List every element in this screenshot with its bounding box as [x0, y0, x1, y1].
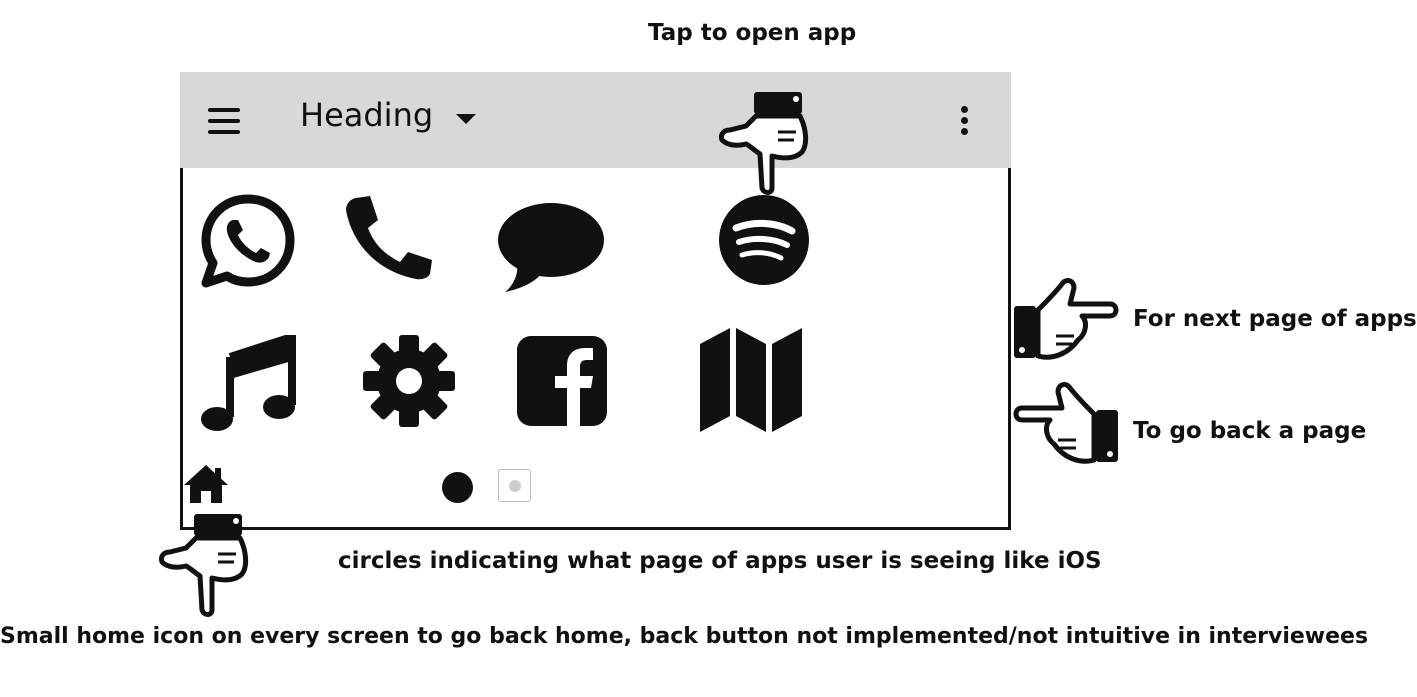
tap-to-open-note: Tap to open app	[648, 20, 857, 46]
spotify-icon[interactable]	[718, 194, 810, 286]
heading-title[interactable]: Heading	[300, 96, 434, 134]
settings-gear-icon[interactable]	[362, 334, 456, 428]
hamburger-icon[interactable]	[208, 108, 240, 141]
page-indicator-inactive[interactable]	[498, 469, 531, 502]
page-circles-note: circles indicating what page of apps use…	[338, 548, 1102, 574]
messages-icon[interactable]	[495, 200, 607, 294]
pointing-hand-right-icon	[1014, 278, 1119, 360]
pointing-hand-left-icon	[1013, 382, 1118, 464]
caret-down-icon[interactable]	[455, 112, 477, 126]
pointing-hand-down-icon	[719, 92, 809, 195]
map-icon[interactable]	[698, 326, 804, 434]
phone-icon[interactable]	[344, 194, 434, 280]
whatsapp-icon[interactable]	[200, 193, 296, 289]
go-back-note: To go back a page	[1133, 418, 1367, 444]
home-icon-note: Small home icon on every screen to go ba…	[0, 624, 1369, 649]
pointing-hand-home-icon	[159, 514, 249, 617]
kebab-icon[interactable]	[961, 106, 968, 139]
home-icon[interactable]	[182, 463, 230, 505]
app-bar: Heading	[180, 72, 1011, 168]
facebook-icon[interactable]	[517, 336, 607, 426]
music-icon[interactable]	[200, 335, 296, 433]
next-page-note: For next page of apps	[1133, 306, 1417, 332]
page-indicator-active[interactable]	[442, 472, 473, 503]
